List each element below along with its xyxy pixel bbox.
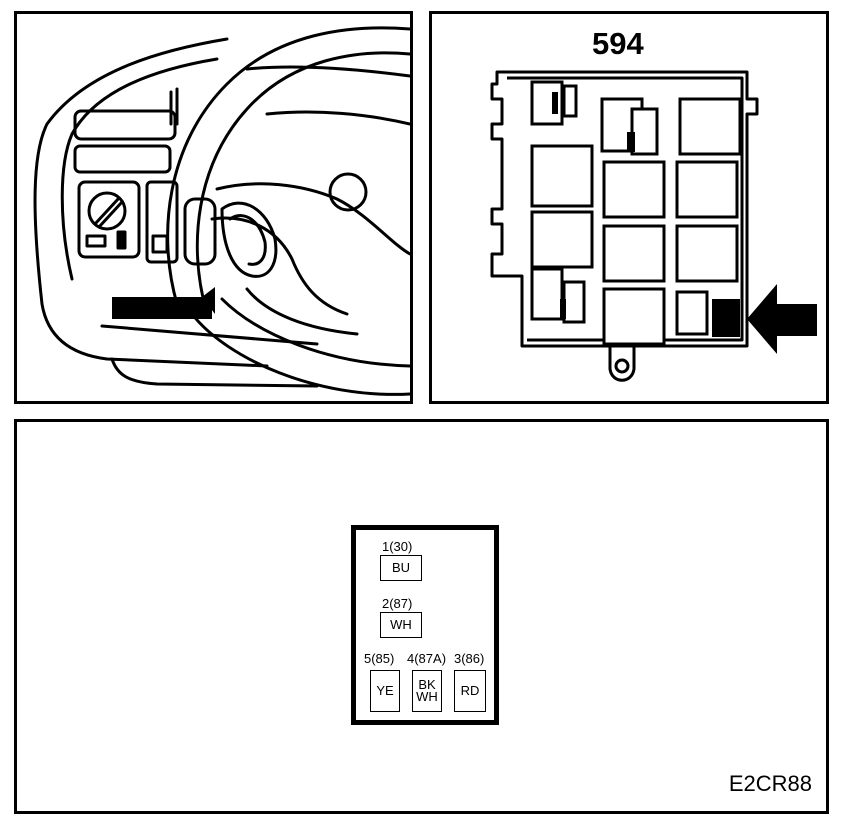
- fuse-block-drawing: [490, 70, 817, 382]
- relay-connector: 1(30) BU 2(87) WH 5(85) YE 4(87A) BK WH …: [351, 525, 499, 725]
- pin-5-terminal: YE: [370, 670, 400, 712]
- figure-code: E2CR88: [728, 771, 812, 796]
- pin-4-terminal: BK WH: [412, 670, 442, 712]
- dashboard-location-panel: [14, 11, 413, 404]
- pin-3-label: 3(86): [454, 651, 485, 666]
- fuse-block-number: 594: [592, 26, 644, 61]
- connector-panel: 1(30) BU 2(87) WH 5(85) YE 4(87A) BK WH …: [14, 419, 829, 814]
- pin-5-label: 5(85): [364, 651, 395, 666]
- pin-4-wire-color-1: BK: [418, 677, 436, 692]
- pin-3-terminal: RD: [454, 670, 486, 712]
- fuse-block-panel: 594: [429, 11, 829, 404]
- pin-1-terminal: BU: [380, 555, 422, 581]
- pin-2-terminal: WH: [380, 612, 422, 638]
- pin-1-label: 1(30): [382, 539, 413, 554]
- pin-4-label: 4(87A): [407, 651, 447, 666]
- pin-2-label: 2(87): [382, 596, 413, 611]
- pin-4-wire-color-2: WH: [416, 689, 438, 704]
- dashboard-drawing: [33, 26, 410, 396]
